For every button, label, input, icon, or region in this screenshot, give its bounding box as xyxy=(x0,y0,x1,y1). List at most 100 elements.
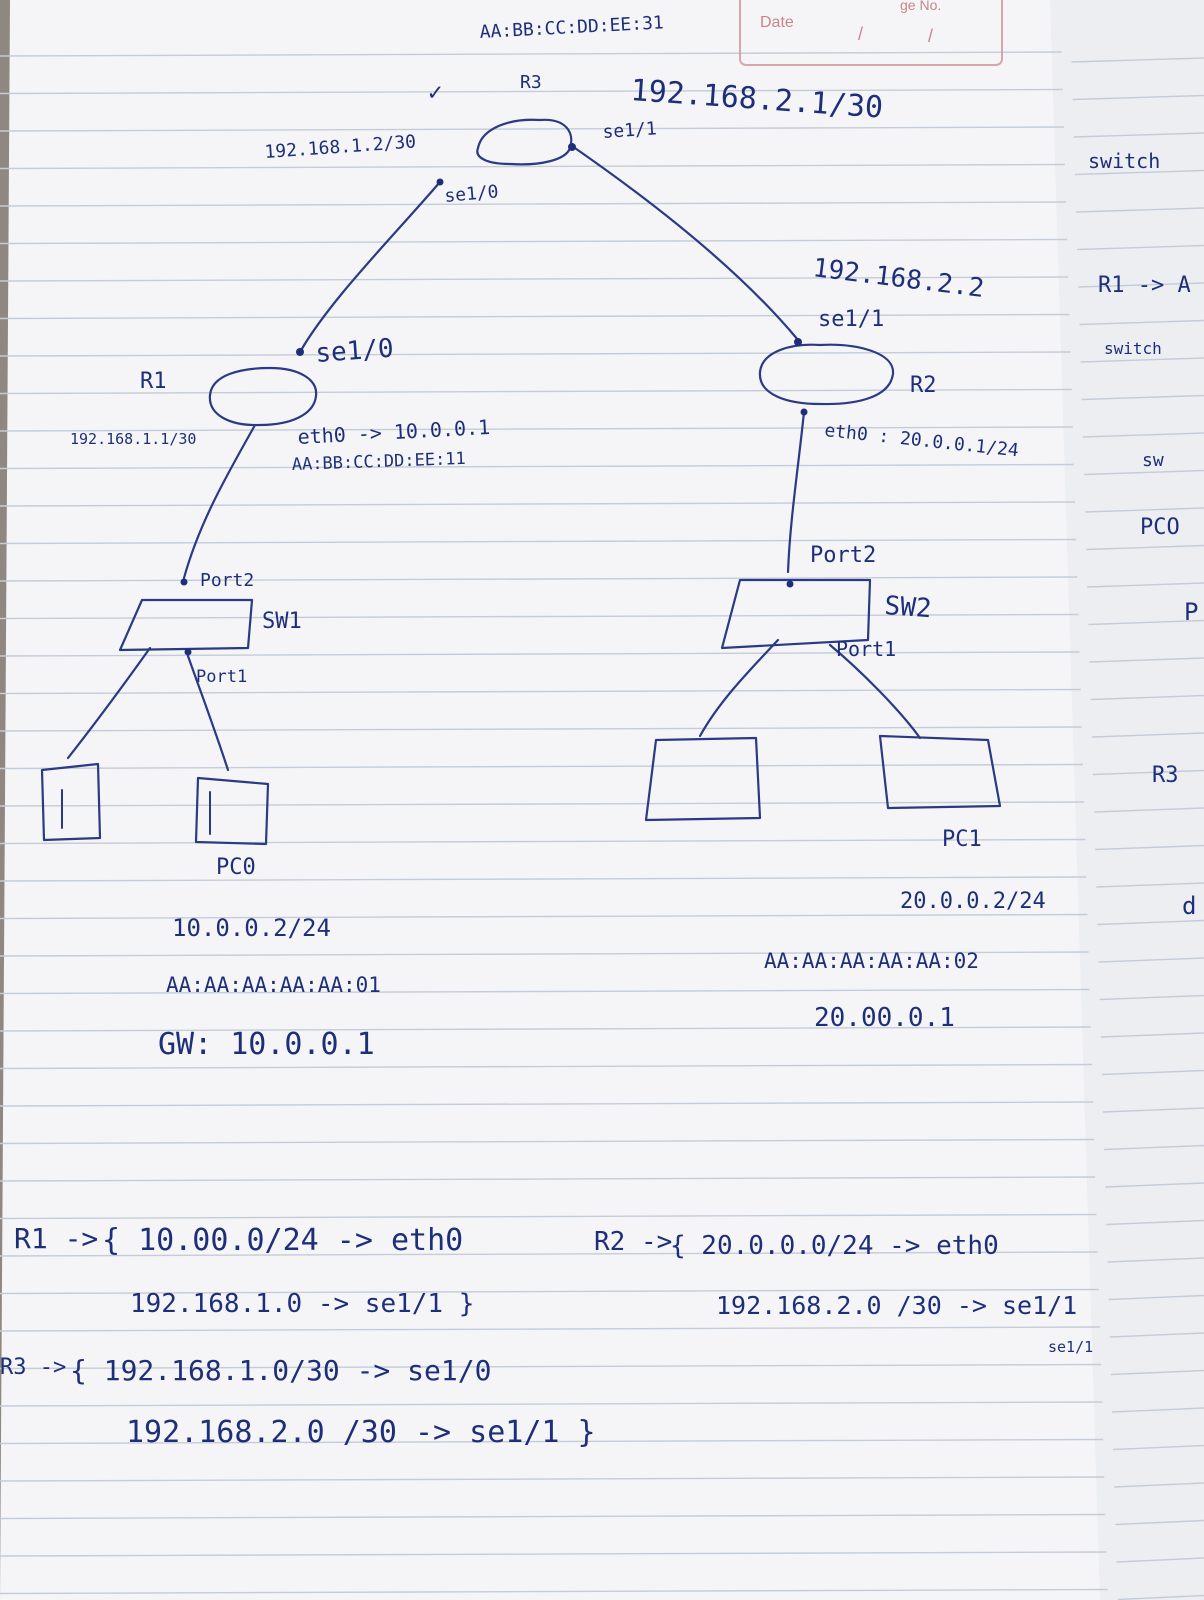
ruled-line xyxy=(0,726,1082,732)
date-label: Date xyxy=(760,14,794,31)
ruled-line xyxy=(0,1176,1096,1182)
pc1-name: PC1 xyxy=(942,827,982,852)
link-r3-r1 xyxy=(298,180,442,354)
r1-name: R1 xyxy=(140,369,167,394)
ruled-line xyxy=(0,238,1068,245)
router-r1 xyxy=(208,348,318,427)
ruled-line xyxy=(0,1251,1098,1257)
ruled-line xyxy=(0,126,1064,132)
switch-sw1 xyxy=(118,578,254,656)
ruled-line-next-page xyxy=(1106,1219,1204,1226)
ruled-line xyxy=(0,1138,1095,1145)
note-8: d xyxy=(1182,892,1196,920)
route-r3-label: R3 -> xyxy=(0,1355,66,1380)
note-6: P xyxy=(1184,598,1198,626)
ruled-line xyxy=(0,1326,1100,1332)
check-mark: ✓ xyxy=(428,78,442,106)
ruled-line xyxy=(0,576,1078,582)
ruled-lines xyxy=(0,51,1204,1600)
routing-table-r3: R3 -> { 192.168.1.0/30 -> se1/0 192.168.… xyxy=(0,1354,596,1450)
note-3: switch xyxy=(1104,339,1162,358)
ruled-line xyxy=(0,1063,1092,1070)
ruled-line xyxy=(0,988,1090,995)
ruled-line-next-page xyxy=(1081,394,1204,401)
ruled-line xyxy=(0,1213,1097,1220)
host-left-sw2 xyxy=(644,736,762,822)
note-7: R3 xyxy=(1152,763,1179,788)
ruled-line-next-page xyxy=(1088,619,1204,626)
host-left-sw1 xyxy=(40,762,102,842)
host-pc1 xyxy=(878,734,1002,810)
ruled-line xyxy=(0,163,1065,170)
ruled-line xyxy=(0,951,1089,957)
route-r2-label: R2 -> xyxy=(594,1227,672,1257)
ruled-line xyxy=(0,688,1081,695)
ruled-line xyxy=(0,651,1080,657)
ruled-line-next-page xyxy=(1104,1144,1204,1151)
ruled-line xyxy=(0,501,1076,507)
ruled-line xyxy=(0,1513,1106,1520)
sw1-port-down: Port1 xyxy=(196,667,247,687)
route-r2-line1: { 20.0.0.0/24 -> eth0 xyxy=(670,1231,999,1261)
ruled-line xyxy=(0,1401,1103,1407)
r2-serial: se1/1 xyxy=(818,307,884,332)
ruled-line-next-page xyxy=(1089,657,1204,663)
switch-sw2 xyxy=(720,578,872,650)
ruled-line-next-page xyxy=(1110,1369,1204,1376)
ruled-line-next-page xyxy=(1090,694,1204,701)
ruled-line xyxy=(0,913,1088,920)
ruled-line-next-page xyxy=(1092,769,1204,776)
ruled-line-next-page xyxy=(1117,1594,1204,1600)
ruled-line-next-page xyxy=(1074,169,1204,176)
r3-name: R3 xyxy=(520,72,542,93)
route-r1-label: R1 -> xyxy=(14,1222,98,1255)
ruled-line-next-page xyxy=(1087,582,1204,588)
pc1-ip: 20.0.0.2/24 xyxy=(900,889,1046,914)
note-5: PCO xyxy=(1140,515,1180,540)
ruled-line xyxy=(0,426,1073,432)
router-r2 xyxy=(758,338,895,416)
link-r2-sw2 xyxy=(786,410,806,574)
ruled-line-next-page xyxy=(1073,132,1204,138)
ruled-line-next-page xyxy=(1097,919,1204,926)
ruled-line-next-page xyxy=(1094,807,1204,813)
date-slash-2: / xyxy=(928,26,933,46)
ruled-line-next-page xyxy=(1109,1332,1204,1338)
ruled-line-next-page xyxy=(1079,319,1204,326)
pc0-mac: AA:AA:AA:AA:AA:01 xyxy=(166,973,381,997)
ruled-line xyxy=(0,463,1074,470)
ruled-line-next-page xyxy=(1080,357,1204,363)
note-4: sw xyxy=(1142,450,1164,471)
link-sw1-host xyxy=(66,646,152,760)
ruled-line xyxy=(0,1551,1107,1557)
sw2-name: SW2 xyxy=(884,591,933,624)
ruled-line xyxy=(0,838,1086,845)
ruled-line-next-page xyxy=(1100,1032,1204,1038)
ruled-line-next-page xyxy=(1099,994,1204,1001)
ruled-line-next-page xyxy=(1115,1519,1204,1526)
ruled-line-next-page xyxy=(1113,1444,1204,1451)
r3-if-right: se1/1 xyxy=(602,118,658,143)
ruled-line xyxy=(0,88,1063,95)
route-r2-line2: 192.168.2.0 /30 -> se1/1 xyxy=(716,1291,1077,1320)
ruled-line-next-page xyxy=(1077,244,1204,251)
ruled-line xyxy=(0,876,1087,882)
ruled-line xyxy=(0,763,1083,770)
sw2-port-up: Port2 xyxy=(810,543,876,568)
host-pc0 xyxy=(194,776,270,846)
sw1-port-up: Port2 xyxy=(200,570,254,591)
link-r1-sw1 xyxy=(182,423,257,580)
r3-if-left: se1/0 xyxy=(444,181,500,207)
route-r2-note: se1/1 xyxy=(1048,1338,1093,1356)
ruled-line xyxy=(0,51,1062,57)
date-box: Date ge No. / / xyxy=(739,0,1003,66)
pc0-ip: 10.0.0.2/24 xyxy=(172,914,331,942)
pc1-mac: AA:AA:AA:AA:AA:02 xyxy=(764,949,979,973)
routing-table-r2: R2 -> { 20.0.0.0/24 -> eth0 192.168.2.0 … xyxy=(594,1227,1093,1356)
notebook-page xyxy=(0,0,1100,1600)
ruled-line xyxy=(0,1438,1104,1445)
date-slash-1: / xyxy=(858,24,863,44)
ruled-line-next-page xyxy=(1071,57,1204,63)
ruled-line xyxy=(0,1363,1101,1370)
